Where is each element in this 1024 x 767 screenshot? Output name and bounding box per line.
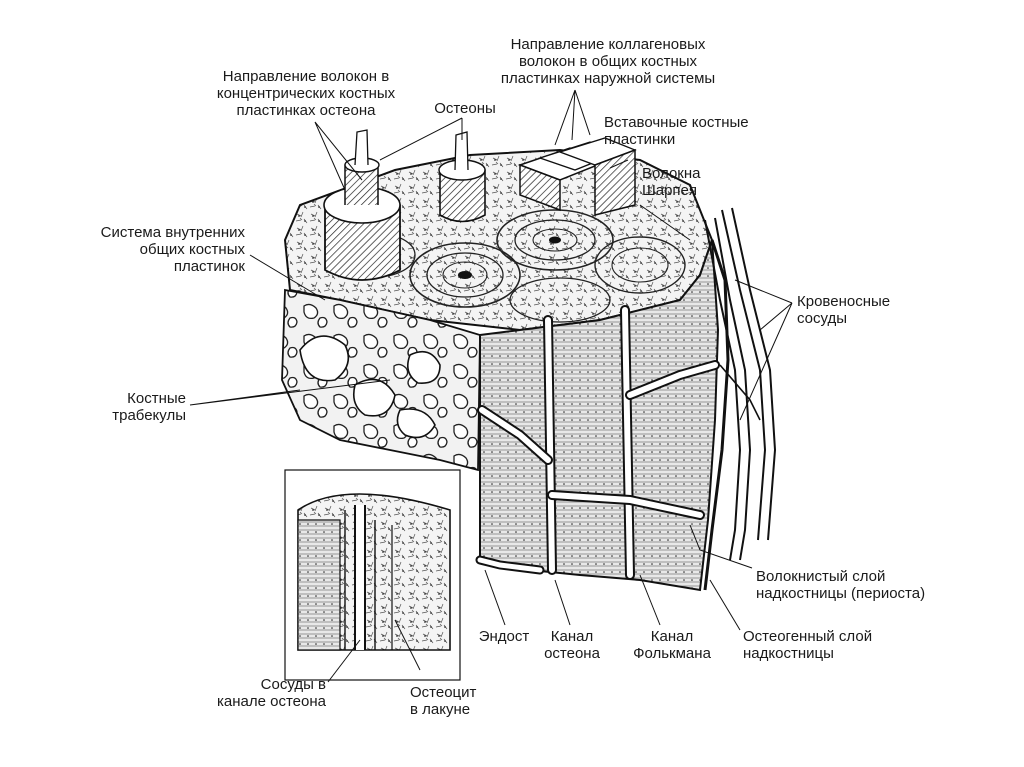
label-line: Канал [622, 628, 722, 645]
label-line: Фолькмана [622, 645, 722, 662]
label-line: Волокнистый слой [756, 568, 925, 585]
label-line: трабекулы [80, 407, 186, 424]
label-trabeculae: Костные трабекулы [80, 390, 186, 424]
label-line: пластинки [604, 131, 749, 148]
label-inner-system: Система внутренних общих костных пластин… [60, 224, 245, 275]
label-volkmann-canal: Канал Фолькмана [622, 628, 722, 662]
label-line: Костные [80, 390, 186, 407]
label-line: Остеоцит [410, 684, 476, 701]
label-line: Направление волокон в [196, 68, 416, 85]
label-line: Вставочные костные [604, 114, 749, 131]
label-line: надкостницы (периоста) [756, 585, 925, 602]
label-line: пластинок [60, 258, 245, 275]
label-line: пластинках остеона [196, 102, 416, 119]
label-line: остеона [532, 645, 612, 662]
label-line: волокон в общих костных [478, 53, 738, 70]
label-collagen-outer: Направление коллагеновых волокон в общих… [478, 36, 738, 87]
label-line: сосуды [797, 310, 890, 327]
label-line: Канал [532, 628, 612, 645]
label-osteogenic: Остеогенный слой надкостницы [743, 628, 872, 662]
label-line: надкостницы [743, 645, 872, 662]
label-osteon-canal: Канал остеона [532, 628, 612, 662]
label-canal-vessels: Сосуды в канале остеона [180, 676, 326, 710]
label-line: Кровеносные [797, 293, 890, 310]
label-line: общих костных [60, 241, 245, 258]
label-interstitial: Вставочные костные пластинки [604, 114, 749, 148]
label-vessels: Кровеносные сосуды [797, 293, 890, 327]
osteon-cylinder-left [324, 130, 400, 280]
label-line: Волокна [642, 165, 700, 182]
label-line: канале остеона [180, 693, 326, 710]
label-periosteum-fibrous: Волокнистый слой надкостницы (периоста) [756, 568, 925, 602]
label-sharpey: Волокна Шарпея [642, 165, 700, 199]
label-line: Система внутренних [60, 224, 245, 241]
label-fibers-concentric: Направление волокон в концентрических ко… [196, 68, 416, 119]
label-line: концентрических костных [196, 85, 416, 102]
label-line: Направление коллагеновых [478, 36, 738, 53]
label-line: Шарпея [642, 182, 700, 199]
label-line: в лакуне [410, 701, 476, 718]
inset-osteon-section [285, 470, 460, 680]
label-line: пластинках наружной системы [478, 70, 738, 87]
label-osteons: Остеоны [420, 100, 510, 117]
label-line: Остеогенный слой [743, 628, 872, 645]
label-osteocyte: Остеоцит в лакуне [410, 684, 476, 718]
osteon-cylinder-middle [439, 132, 485, 222]
label-line: Сосуды в [180, 676, 326, 693]
label-line: Остеоны [420, 100, 510, 117]
